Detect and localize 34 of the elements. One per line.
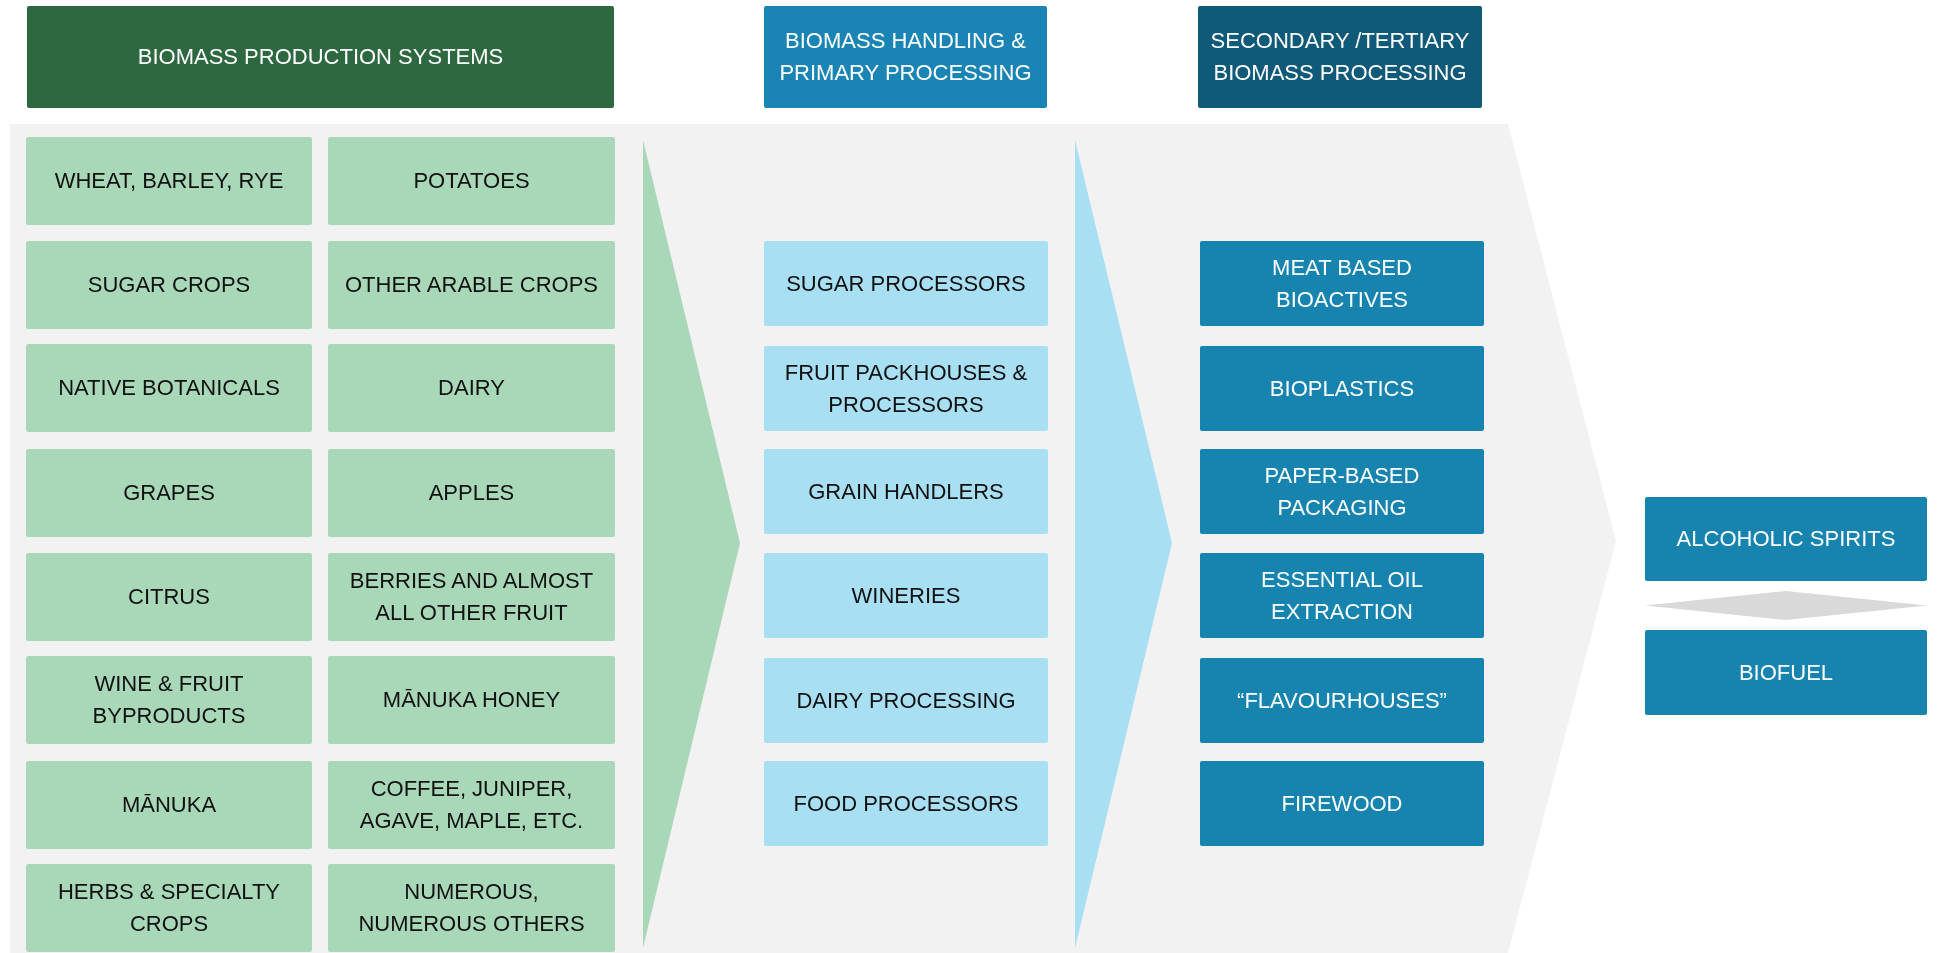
crop-box: NATIVE BOTANICALS	[26, 344, 312, 432]
crop-box: SUGAR CROPS	[26, 241, 312, 329]
process-box: FOOD PROCESSORS	[764, 761, 1048, 846]
crop-box: BERRIES AND ALMOST ALL OTHER FRUIT	[328, 553, 615, 641]
column-header: SECONDARY /TERTIARY BIOMASS PROCESSING	[1198, 6, 1482, 108]
crop-box: NUMEROUS, NUMEROUS OTHERS	[328, 864, 615, 952]
column-header: BIOMASS HANDLING & PRIMARY PROCESSING	[764, 6, 1047, 108]
process-box: ESSENTIAL OIL EXTRACTION	[1200, 553, 1484, 638]
process-box: GRAIN HANDLERS	[764, 449, 1048, 534]
crop-box: DAIRY	[328, 344, 615, 432]
crop-box: CITRUS	[26, 553, 312, 641]
crop-box: COFFEE, JUNIPER, AGAVE, MAPLE, ETC.	[328, 761, 615, 849]
crop-box: MĀNUKA HONEY	[328, 656, 615, 744]
crop-box: WINE & FRUIT BYPRODUCTS	[26, 656, 312, 744]
process-box: DAIRY PROCESSING	[764, 658, 1048, 743]
process-box: “FLAVOURHOUSES”	[1200, 658, 1484, 743]
crop-box: GRAPES	[26, 449, 312, 537]
crop-box: APPLES	[328, 449, 615, 537]
column-header: BIOMASS PRODUCTION SYSTEMS	[27, 6, 614, 108]
product-box: ALCOHOLIC SPIRITS	[1645, 497, 1927, 581]
product-box: BIOFUEL	[1645, 630, 1927, 715]
process-box: MEAT BASED BIOACTIVES	[1200, 241, 1484, 326]
process-box: BIOPLASTICS	[1200, 346, 1484, 431]
process-box: FIREWOOD	[1200, 761, 1484, 846]
process-box: WINERIES	[764, 553, 1048, 638]
process-box: PAPER-BASED PACKAGING	[1200, 449, 1484, 534]
crop-box: POTATOES	[328, 137, 615, 225]
process-box: FRUIT PACKHOUSES & PROCESSORS	[764, 346, 1048, 431]
double-arrow	[1645, 591, 1927, 620]
crop-box: WHEAT, BARLEY, RYE	[26, 137, 312, 225]
process-box: SUGAR PROCESSORS	[764, 241, 1048, 326]
crop-box: MĀNUKA	[26, 761, 312, 849]
crop-box: HERBS & SPECIALTY CROPS	[26, 864, 312, 952]
crop-box: OTHER ARABLE CROPS	[328, 241, 615, 329]
